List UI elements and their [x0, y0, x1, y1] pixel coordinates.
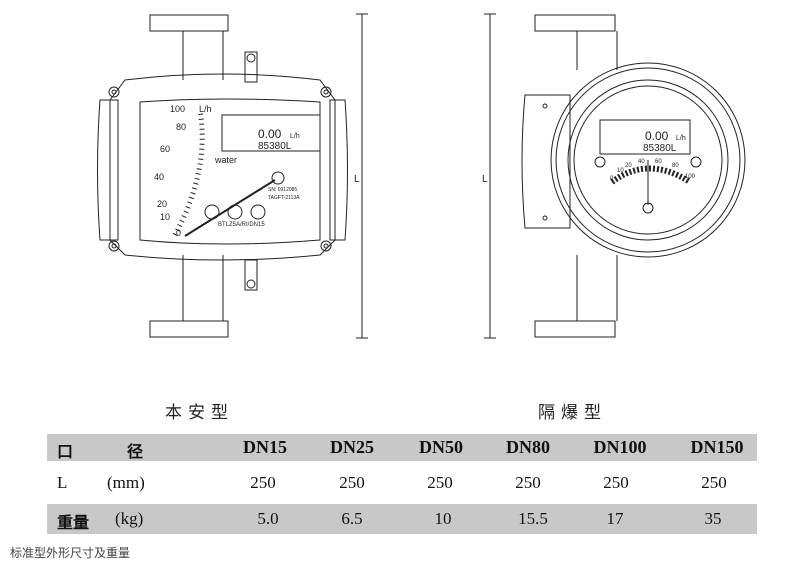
explosion-proof-title: 隔爆型 — [538, 403, 607, 423]
scale-label: 40 — [154, 172, 164, 182]
weight-value: 6.5 — [341, 509, 363, 528]
weight-value: 17 — [606, 509, 624, 528]
scale-label: 40 — [638, 159, 645, 165]
explosion-proof-flowmeter-drawing — [484, 13, 746, 339]
scale-label: 80 — [176, 122, 186, 132]
length-value: 250 — [701, 473, 727, 492]
size-header: DN25 — [330, 437, 374, 457]
scale-label: 60 — [655, 159, 662, 165]
header-label: 径 — [127, 442, 144, 461]
lcd-rate: 0.00 — [645, 129, 669, 143]
scale-label: 0 — [610, 176, 614, 182]
row-unit: (mm) — [107, 473, 145, 492]
intrinsic-safe-flowmeter-drawing — [97, 13, 368, 339]
medium-label: water — [214, 155, 237, 165]
scale-label: 60 — [160, 144, 170, 154]
flowmeter-drawings: 100 80 60 40 20 10 0 L/h water 0.00 L/h … — [97, 13, 746, 339]
scale-label: 10 — [617, 168, 624, 174]
size-header: DN150 — [690, 437, 744, 457]
scale-label: 100 — [685, 174, 696, 180]
weight-value: 5.0 — [257, 509, 279, 528]
dimension-label: L — [354, 174, 360, 185]
tag-number: TAGFT-2113A — [268, 195, 300, 201]
weight-value: 35 — [704, 509, 722, 528]
table-row-length: L (mm) 250 250 250 250 250 250 — [47, 462, 757, 502]
lcd-total: 85380L — [258, 141, 292, 152]
scale-label: 100 — [170, 104, 185, 114]
weight-value: 10 — [434, 509, 452, 528]
model-label: BTLZ5A/RI/DN15 — [218, 222, 265, 228]
lcd-rate: 0.00 — [258, 127, 282, 141]
size-header: DN100 — [593, 437, 647, 457]
table-header-row: 口 径 DN15 DN25 DN50 DN80 DN100 DN150 — [47, 434, 757, 461]
figure-caption: 标准型外形尺寸及重量 — [10, 546, 131, 560]
weight-value: 15.5 — [518, 509, 548, 528]
size-header: DN15 — [243, 437, 287, 457]
lcd-unit: L/h — [676, 135, 686, 142]
size-header: DN50 — [419, 437, 463, 457]
size-header: DN80 — [506, 437, 550, 457]
row-unit: (kg) — [115, 509, 144, 528]
row-label: L — [57, 473, 68, 492]
length-value: 250 — [427, 473, 453, 492]
header-label: 口 — [57, 442, 74, 461]
intrinsic-safe-title: 本安型 — [165, 403, 234, 423]
length-value: 250 — [515, 473, 541, 492]
unit-label: L/h — [199, 104, 212, 114]
scale-label: 80 — [672, 163, 679, 169]
lcd-total: 85380L — [643, 143, 677, 154]
lcd-unit: L/h — [290, 133, 300, 140]
table-row-weight: 重量 (kg) 5.0 6.5 10 15.5 17 35 — [47, 504, 757, 534]
dimension-label: L — [482, 174, 488, 185]
scale-label: 20 — [157, 199, 167, 209]
length-value: 250 — [603, 473, 629, 492]
scale-label: 10 — [160, 212, 170, 222]
row-label: 重量 — [57, 513, 90, 532]
scale-label: 20 — [625, 163, 632, 169]
scale-label: 0 — [176, 228, 181, 238]
serial-number: SN: 0912085 — [268, 187, 297, 193]
length-value: 250 — [339, 473, 365, 492]
length-value: 250 — [250, 473, 276, 492]
